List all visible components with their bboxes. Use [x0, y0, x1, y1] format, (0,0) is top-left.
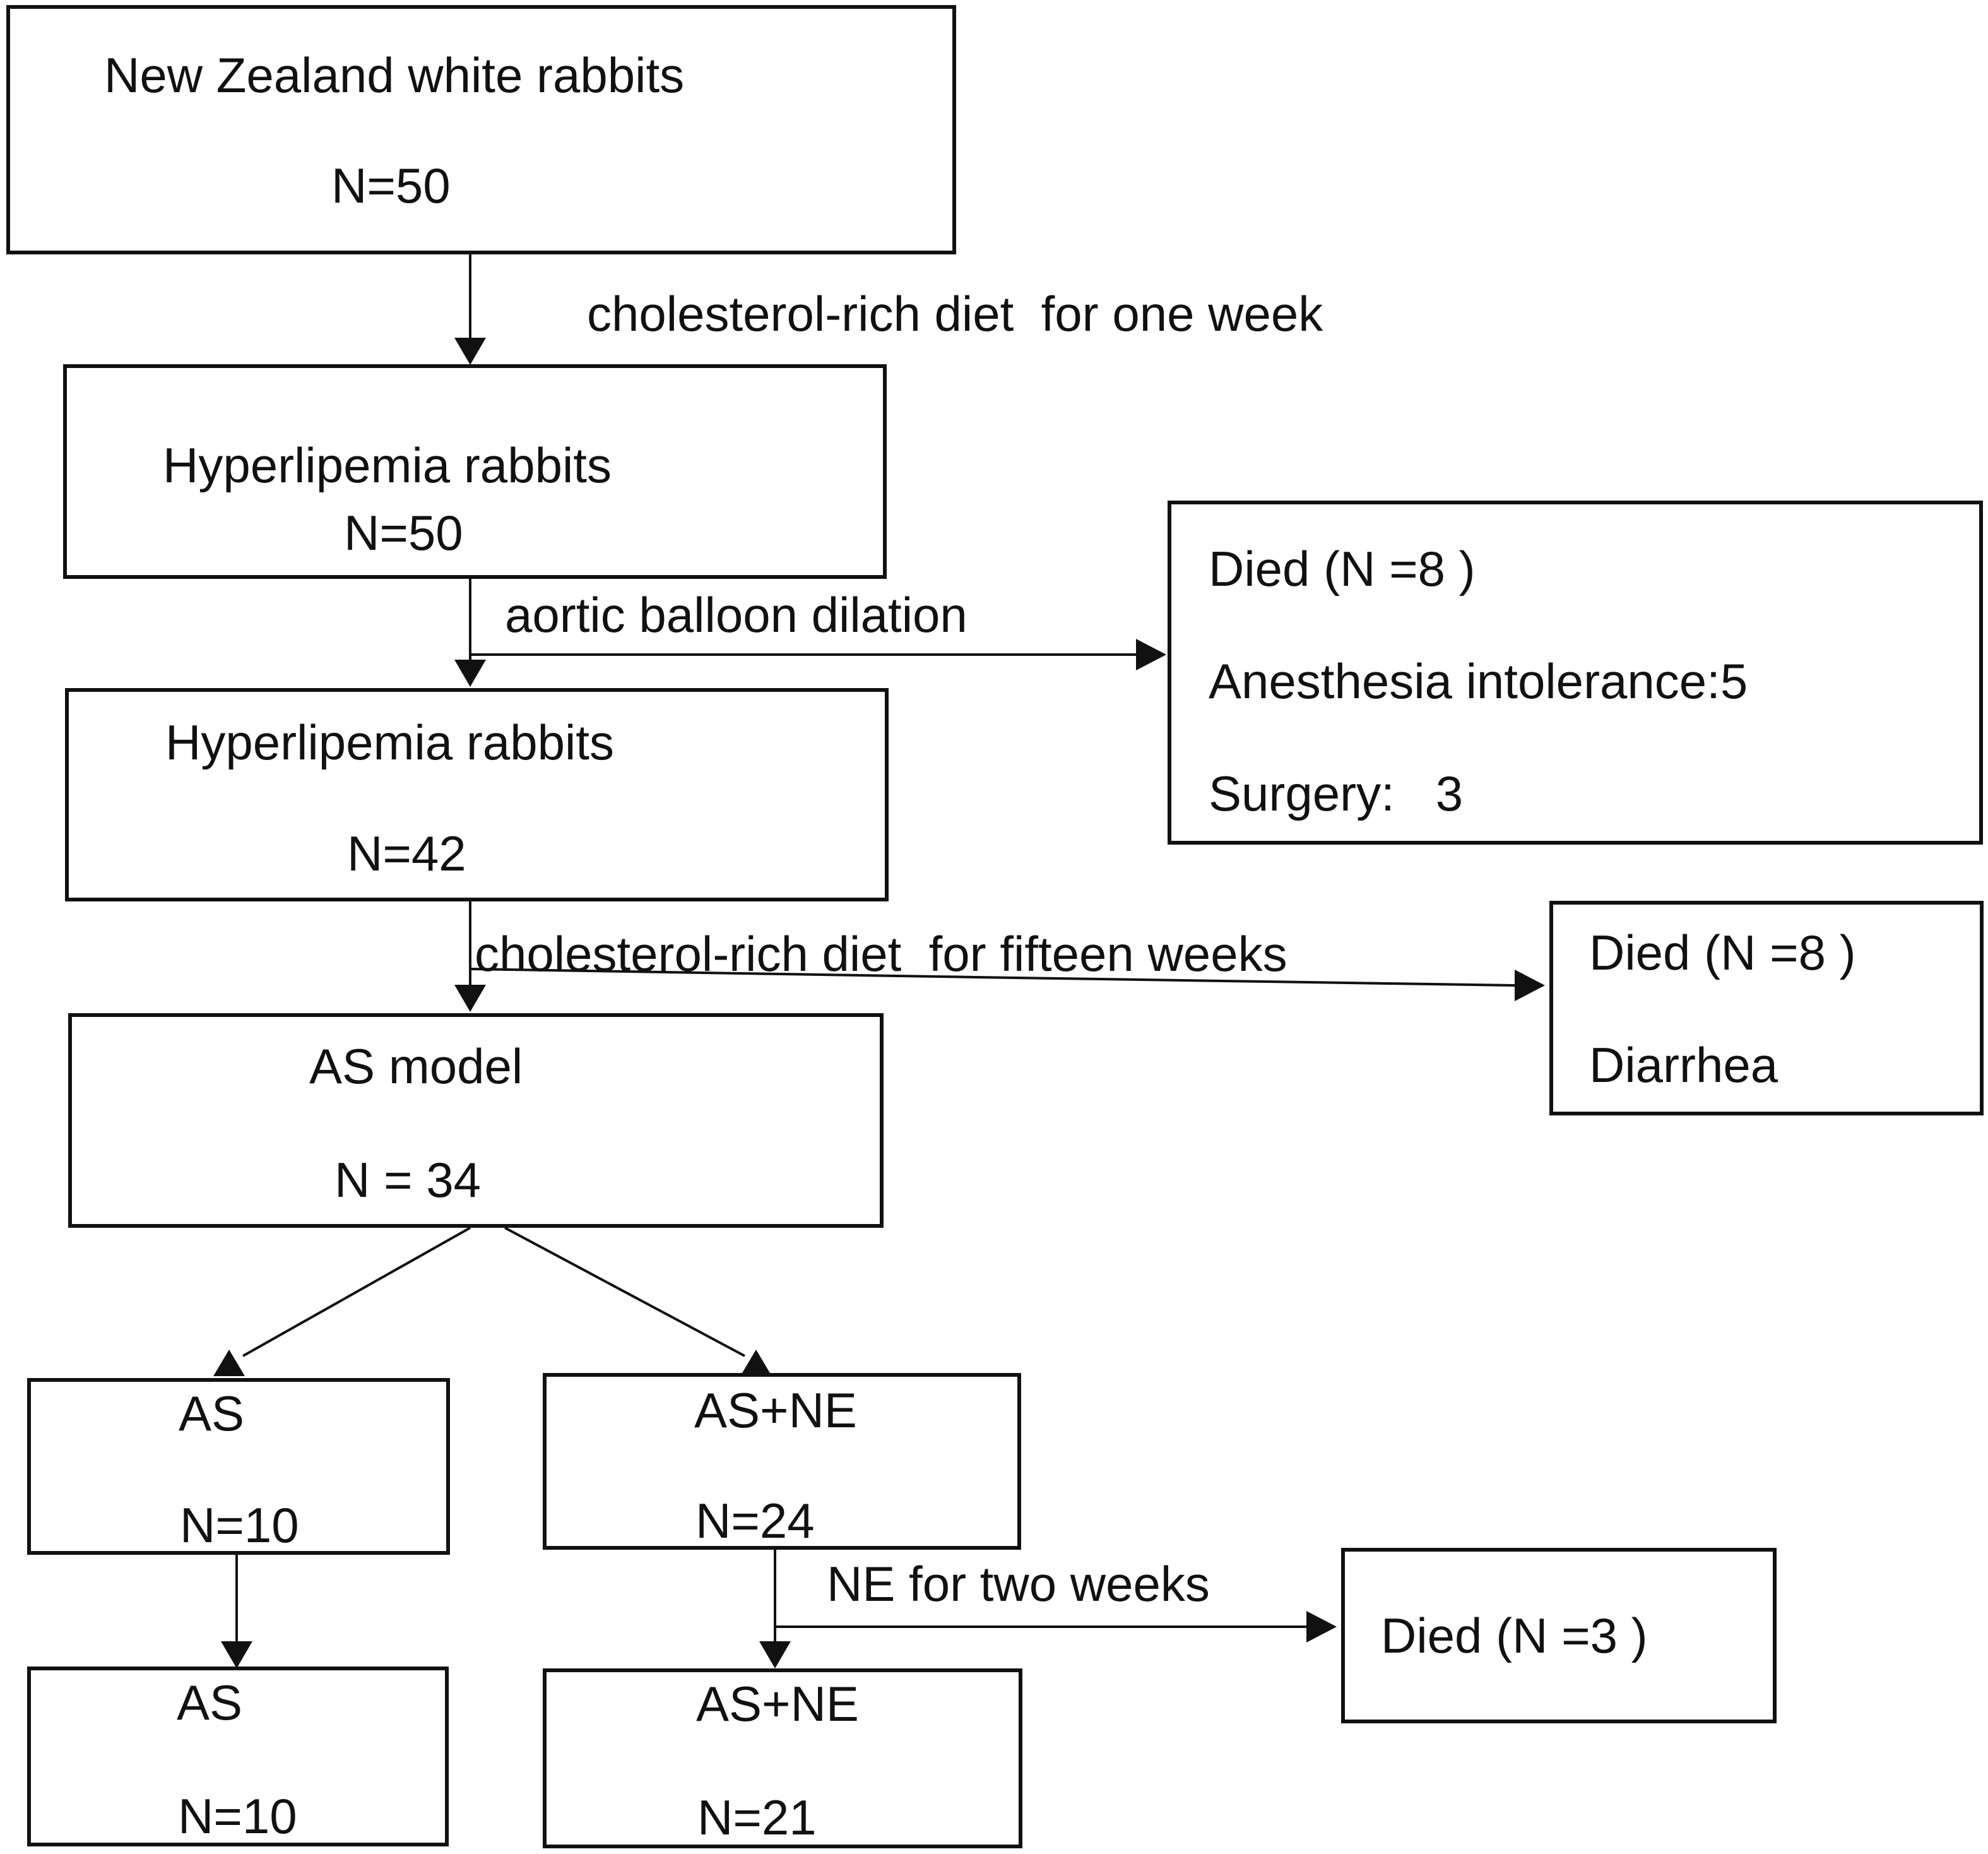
start-title: New Zealand white rabbits — [104, 47, 685, 103]
arrow-branch-died2 — [470, 968, 1515, 987]
died3-title: Died (N =3 ) — [1381, 1608, 1648, 1663]
arrowhead — [454, 660, 486, 687]
box-as-final — [27, 1667, 449, 1846]
step-label-balloon: aortic balloon dilation — [505, 587, 967, 643]
died1-reason-anesthesia: Anesthesia intolerance:5 — [1209, 653, 1748, 709]
step-label-ne-two-weeks: NE for two weeks — [827, 1556, 1210, 1612]
hyper2-count: N=42 — [347, 826, 466, 881]
arrowhead — [740, 1350, 772, 1376]
as-model-title: AS model — [309, 1038, 523, 1094]
arrowhead — [454, 338, 486, 365]
arrowhead — [1306, 1611, 1337, 1643]
died1-title: Died (N =8 ) — [1209, 541, 1476, 597]
start-count: N=50 — [331, 158, 451, 213]
step-label-one-week: cholesterol-rich diet for one week — [587, 286, 1323, 342]
as-group-count: N=10 — [180, 1497, 299, 1553]
arrowhead — [759, 1641, 791, 1668]
box-start — [6, 5, 956, 254]
arrow-model-to-asne — [504, 1227, 745, 1357]
box-died3 — [1341, 1548, 1777, 1723]
hyper1-title: Hyperlipemia rabbits — [163, 437, 612, 493]
arrow-model-to-as — [242, 1227, 471, 1357]
asne-final-title: AS+NE — [696, 1676, 859, 1732]
arrowhead — [1136, 639, 1166, 670]
asne-group-count: N=24 — [695, 1493, 815, 1548]
hyper2-title: Hyperlipemia rabbits — [165, 715, 614, 770]
died1-reason-surgery: Surgery: 3 — [1209, 766, 1464, 821]
hyper1-count: N=50 — [344, 505, 463, 561]
box-hyper1 — [63, 364, 887, 579]
as-model-count: N = 34 — [334, 1152, 481, 1208]
arrowhead — [454, 985, 486, 1012]
asne-final-count: N=21 — [697, 1790, 817, 1845]
arrowhead — [213, 1350, 245, 1376]
box-hyper2 — [65, 688, 889, 901]
died2-reason: Diarrhea — [1589, 1037, 1778, 1093]
box-as-group — [27, 1378, 450, 1555]
arrowhead — [1515, 970, 1545, 1001]
arrowhead — [221, 1641, 252, 1668]
asne-group-title: AS+NE — [694, 1382, 857, 1438]
box-asne-final — [543, 1668, 1022, 1848]
as-final-title: AS — [177, 1675, 243, 1730]
box-died2 — [1549, 901, 1984, 1115]
as-group-title: AS — [179, 1386, 245, 1441]
step-label-fifteen-weeks: cholesterol-rich diet for fifteen weeks — [475, 926, 1287, 982]
box-died1 — [1168, 501, 1983, 845]
as-final-count: N=10 — [178, 1788, 297, 1844]
box-as-model — [68, 1013, 884, 1228]
box-asne-group — [543, 1373, 1021, 1550]
died2-title: Died (N =8 ) — [1589, 925, 1856, 980]
